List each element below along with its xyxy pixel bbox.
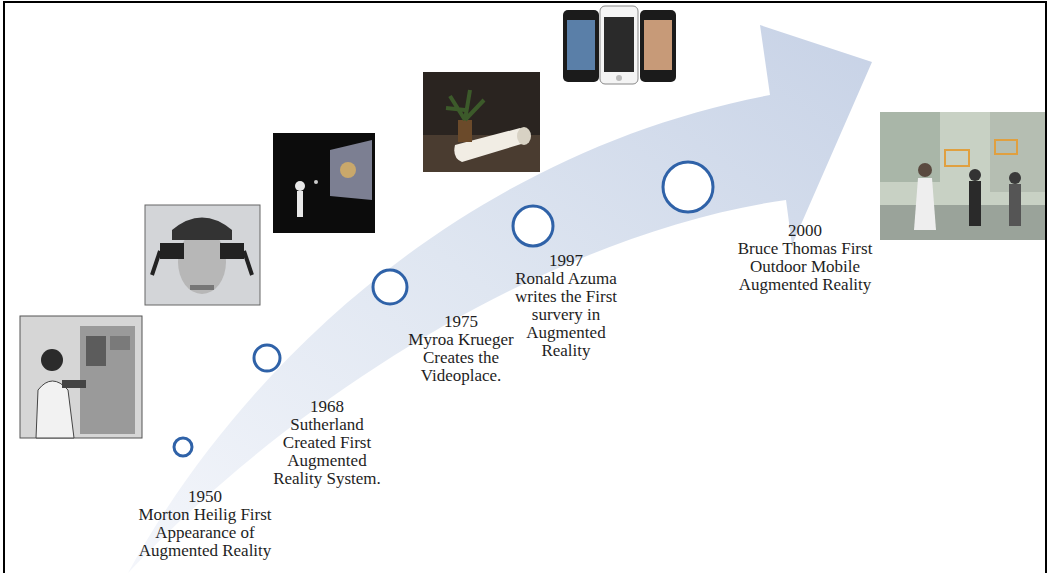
photo-videoplace (273, 133, 375, 233)
frame-border (4, 2, 1046, 573)
year-label: 1968 (271, 398, 383, 416)
photo-smartphones (557, 3, 680, 88)
photo-outdoor-ar (880, 112, 1045, 240)
year-label: 1950 (130, 488, 280, 506)
photo-plant-display (423, 72, 540, 172)
year-label: 2000 (733, 222, 878, 240)
milestone-text: Ronald Azuma writes the First survery in… (507, 270, 625, 360)
milestone-text: Morton Heilig First Appearance of Augmen… (130, 506, 280, 560)
photo-sensorama (20, 316, 142, 438)
milestone-circle (174, 438, 192, 456)
timeline-arrow (128, 25, 872, 573)
year-label: 1997 (507, 252, 625, 270)
milestone-circle (663, 162, 713, 212)
photo-head-mounted-display (145, 205, 260, 305)
milestone-circle (373, 270, 407, 304)
milestone-circle (254, 345, 280, 371)
milestone-text: Sutherland Created First Augmented Reali… (271, 416, 383, 488)
milestone-text: Myroa Krueger Creates the Videoplace. (404, 331, 519, 385)
milestone-text: Bruce Thomas First Outdoor Mobile Augmen… (733, 240, 878, 294)
year-label: 1975 (404, 313, 519, 331)
milestone-circle (513, 206, 553, 246)
